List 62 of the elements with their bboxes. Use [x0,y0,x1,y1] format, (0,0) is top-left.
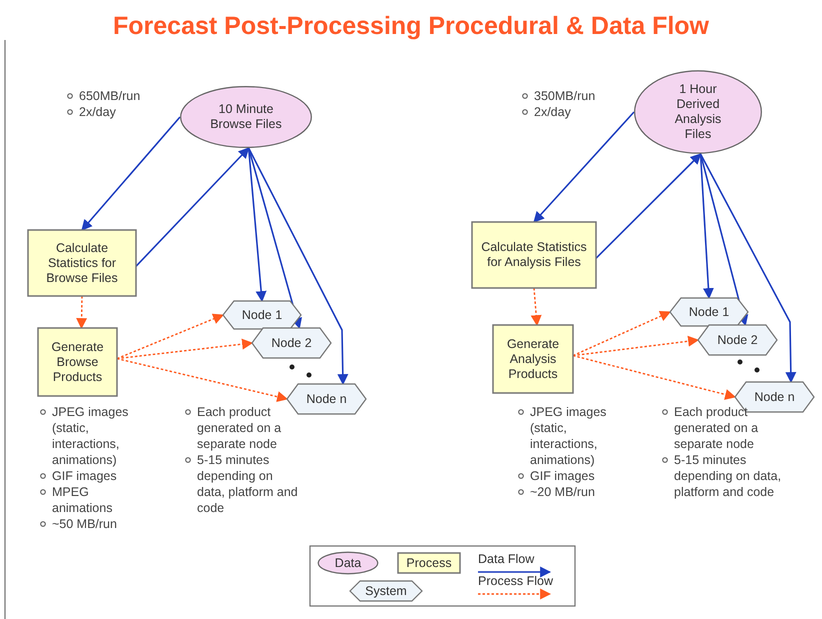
node-label: 1 Hour Derived Analysis Files [674,82,722,142]
dashed-arrow [572,311,671,356]
bullet-note: ~50 MB/run [52,517,117,531]
diagram-title: Forecast Post-Processing Procedural & Data Flow [113,12,709,40]
system-hexagon [287,384,366,414]
bullet-note: 5-15 minutes depending on data, platform and code [674,453,782,499]
node-label: Calculate Statistics for Analysis Files [480,240,588,270]
node-label: Node n [754,390,795,404]
dashed-arrow [116,338,254,360]
arrow [248,148,267,302]
dashed-arrow [116,358,288,402]
data-ellipse [180,86,312,148]
legend-text: Data [334,556,362,570]
node-label: Node 2 [717,332,758,348]
process-box [38,328,117,396]
node-label: Generate Analysis Products [506,336,560,382]
node-label: Calculate Statistics for Browse Files [45,240,119,286]
bullet-note: JPEG images (static, interactions, animations) [530,405,606,467]
system-hexagon [223,301,301,329]
data-ellipse [634,70,762,154]
node-label: Node 1 [242,308,282,322]
dashed-arrow [76,296,88,330]
node-label: Node n [306,392,347,406]
dashed-arrow [572,354,736,400]
bullet-note: 650MB/run [79,89,140,103]
dashed-arrow [530,288,542,326]
node-label: Node 1 [688,304,730,320]
arrow [248,148,348,386]
bullet-note: JPEG images (static, interactions, animations) [52,405,128,467]
node-label: Generate Browse Products [50,340,105,384]
arrow [533,111,635,223]
node-label: 10 Minute Browse Files [209,102,283,132]
dashed-arrow [572,336,700,356]
arrow [81,116,181,231]
arrow [135,147,250,267]
process-box [28,230,136,296]
legend-text: Process Flow [478,574,554,589]
bullet-note: 2x/day [534,105,571,119]
bullet-note: GIF images [530,469,595,483]
bullet-note: 350MB/run [534,89,596,103]
bullet-note: Each product generated on a separate node [674,405,758,451]
arrow [700,154,748,326]
bullet-note: 5-15 minutes depending on data, platform and code [197,453,298,515]
legend-text: Data Flow [478,552,534,567]
node-label: Node 2 [271,336,312,350]
arrow [248,148,302,330]
bullet-note: MPEG animations [52,485,112,515]
system-hexagon [670,298,748,326]
system-hexagon [252,328,331,358]
bullet-note: 2x/day [79,105,116,119]
process-box [472,222,596,288]
legend-text: System [365,584,407,598]
arrow [595,153,702,259]
legend-text: Process [406,556,452,570]
arrow [700,154,714,300]
dashed-arrow [116,314,224,360]
arrow [700,154,796,384]
bullet-note: GIF images [52,469,117,483]
process-box [493,325,573,393]
system-hexagon [698,325,777,355]
bullet-note: ~20 MB/run [530,485,595,499]
bullet-note: Each product generated on a separate node [197,405,282,451]
